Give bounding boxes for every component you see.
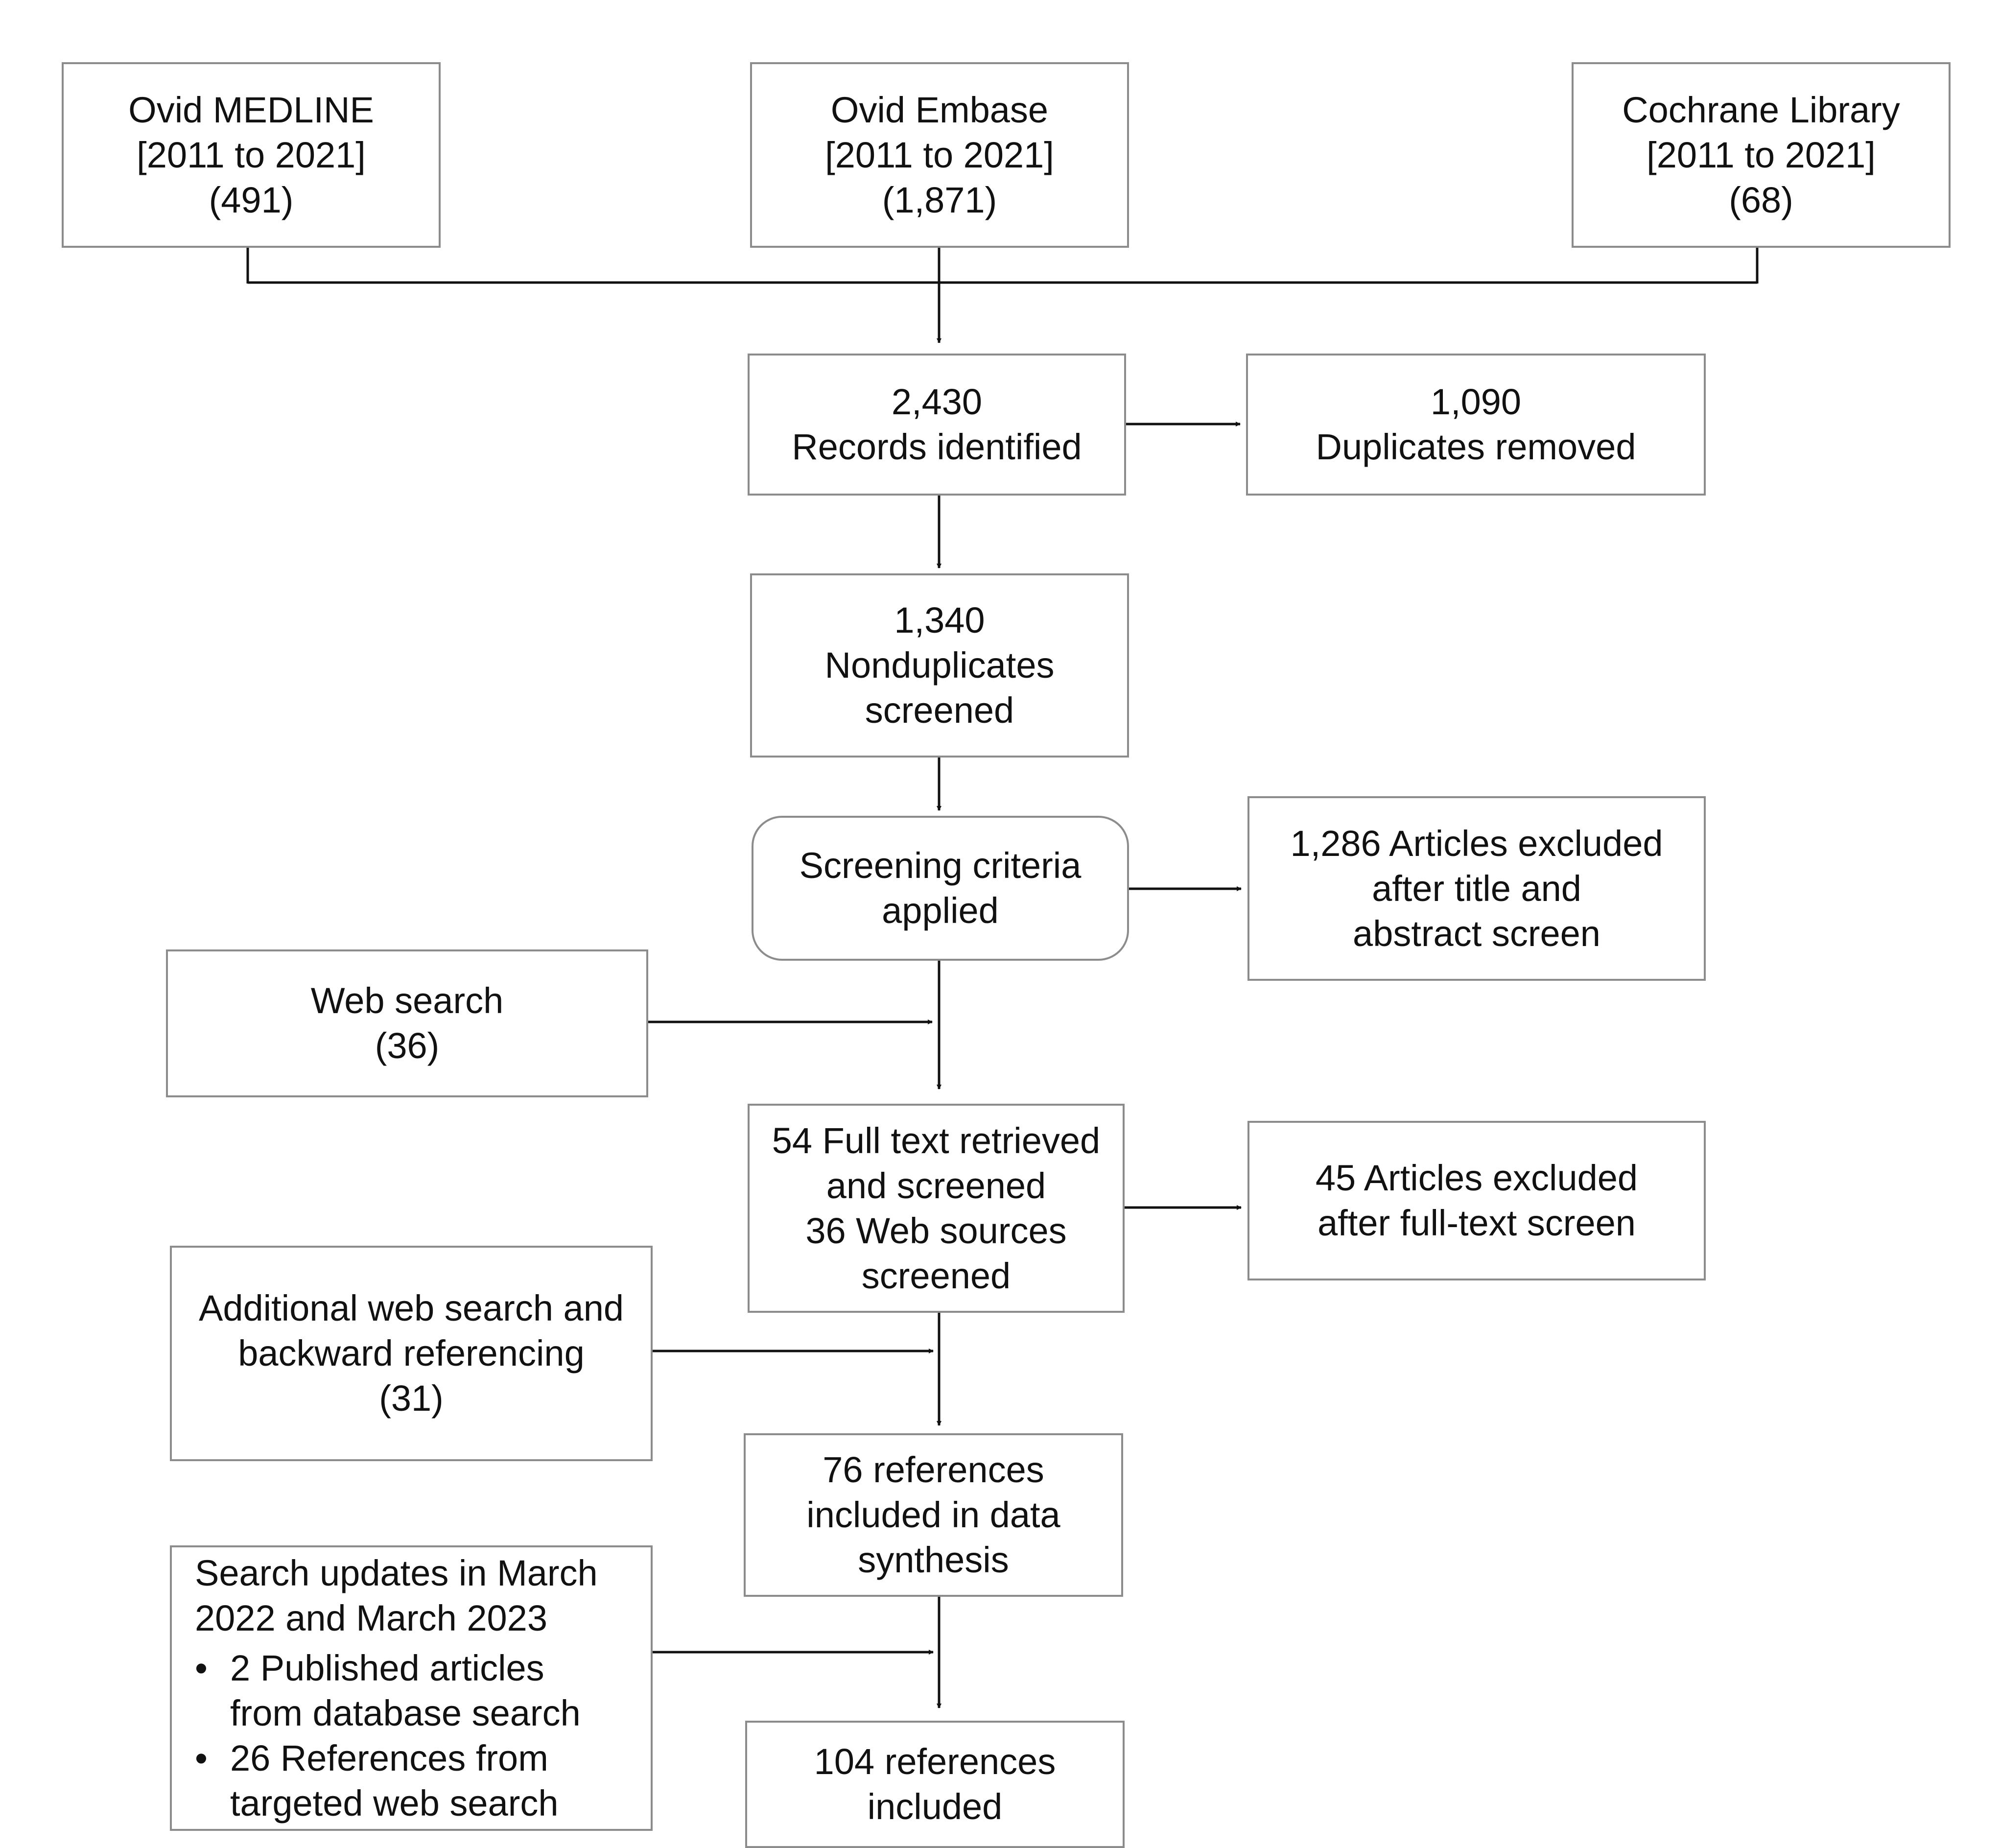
medline-date-range: [2011 to 2021] [137, 134, 366, 175]
references-included-box: 104 references included [745, 1721, 1125, 1848]
additional-search-label: Additional web search and [198, 1288, 624, 1328]
excluded-title-label-2: after title and [1372, 868, 1581, 909]
updates-item2-label: 26 References from [230, 1737, 548, 1778]
fulltext-label: 54 Full text retrieved [772, 1120, 1101, 1161]
fulltext-web-label: 36 Web sources [805, 1210, 1067, 1251]
cochrane-count: (68) [1729, 179, 1793, 220]
excluded-fulltext-label-2: after full-text screen [1318, 1203, 1636, 1243]
embase-source-box: Ovid Embase [2011 to 2021] (1,871) [750, 62, 1129, 248]
updates-item2-label-2: targeted web search [230, 1782, 559, 1824]
criteria-label: Screening criteria [799, 845, 1082, 886]
medline-count: (491) [209, 179, 294, 220]
cochrane-date-range: [2011 to 2021] [1647, 134, 1876, 175]
nonduplicates-label: Nonduplicates [824, 645, 1055, 686]
nonduplicates-screened-box: 1,340 Nonduplicates screened [750, 573, 1129, 758]
embase-date-range: [2011 to 2021] [825, 134, 1054, 175]
additional-search-count: (31) [379, 1378, 444, 1419]
excluded-title-count-label: 1,286 Articles excluded [1290, 823, 1663, 864]
bullet-icon: • [195, 1737, 208, 1778]
final-label-2: included [867, 1786, 1003, 1827]
updates-title: Search updates in March [195, 1552, 598, 1593]
excluded-title-abstract-box: 1,286 Articles excluded after title and … [1247, 796, 1706, 981]
screening-criteria-box: Screening criteria applied [752, 816, 1129, 961]
excluded-fulltext-label: 45 Articles excluded [1315, 1158, 1638, 1198]
records-label: Records identified [792, 426, 1082, 467]
synthesis-label-3: synthesis [858, 1540, 1009, 1580]
final-label: 104 references [814, 1741, 1056, 1782]
excluded-full-text-box: 45 Articles excluded after full-text scr… [1247, 1121, 1706, 1280]
duplicates-removed-box: 1,090 Duplicates removed [1246, 354, 1706, 496]
updates-item1-label-2: from database search [230, 1692, 581, 1733]
embase-name: Ovid Embase [830, 89, 1049, 130]
updates-list-item: • 26 References from targeted web search [195, 1736, 559, 1826]
full-text-screened-box: 54 Full text retrieved and screened 36 W… [748, 1104, 1125, 1313]
bullet-icon: • [195, 1647, 208, 1688]
search-updates-box: Search updates in March 2022 and March 2… [170, 1545, 653, 1831]
web-search-label: Web search [310, 980, 504, 1021]
updates-list-item: • 2 Published articles from database sea… [195, 1646, 581, 1736]
embase-count: (1,871) [882, 179, 997, 220]
cochrane-source-box: Cochrane Library [2011 to 2021] (68) [1572, 62, 1951, 248]
additional-web-search-box: Additional web search and backward refer… [170, 1246, 653, 1461]
nonduplicates-label-2: screened [865, 690, 1014, 731]
records-count: 2,430 [891, 381, 983, 422]
synthesis-label-2: included in data [806, 1494, 1060, 1535]
duplicates-count: 1,090 [1430, 381, 1522, 422]
nonduplicates-count: 1,340 [894, 600, 985, 640]
cochrane-name: Cochrane Library [1622, 89, 1900, 130]
synthesis-label: 76 references [823, 1449, 1044, 1490]
additional-search-label-2: backward referencing [238, 1333, 585, 1374]
data-synthesis-box: 76 references included in data synthesis [744, 1433, 1123, 1597]
medline-name: Ovid MEDLINE [128, 89, 374, 130]
updates-item1-label: 2 Published articles [230, 1647, 544, 1688]
medline-source-box: Ovid MEDLINE [2011 to 2021] (491) [62, 62, 441, 248]
criteria-label-2: applied [882, 890, 999, 931]
fulltext-label-2: and screened [826, 1165, 1046, 1206]
duplicates-label: Duplicates removed [1316, 426, 1636, 467]
excluded-title-label-3: abstract screen [1353, 913, 1600, 954]
updates-title-2: 2022 and March 2023 [195, 1597, 547, 1638]
records-identified-box: 2,430 Records identified [748, 354, 1126, 496]
fulltext-web-label-2: screened [861, 1255, 1011, 1296]
web-search-box: Web search (36) [166, 949, 648, 1097]
web-search-count: (36) [375, 1025, 440, 1066]
